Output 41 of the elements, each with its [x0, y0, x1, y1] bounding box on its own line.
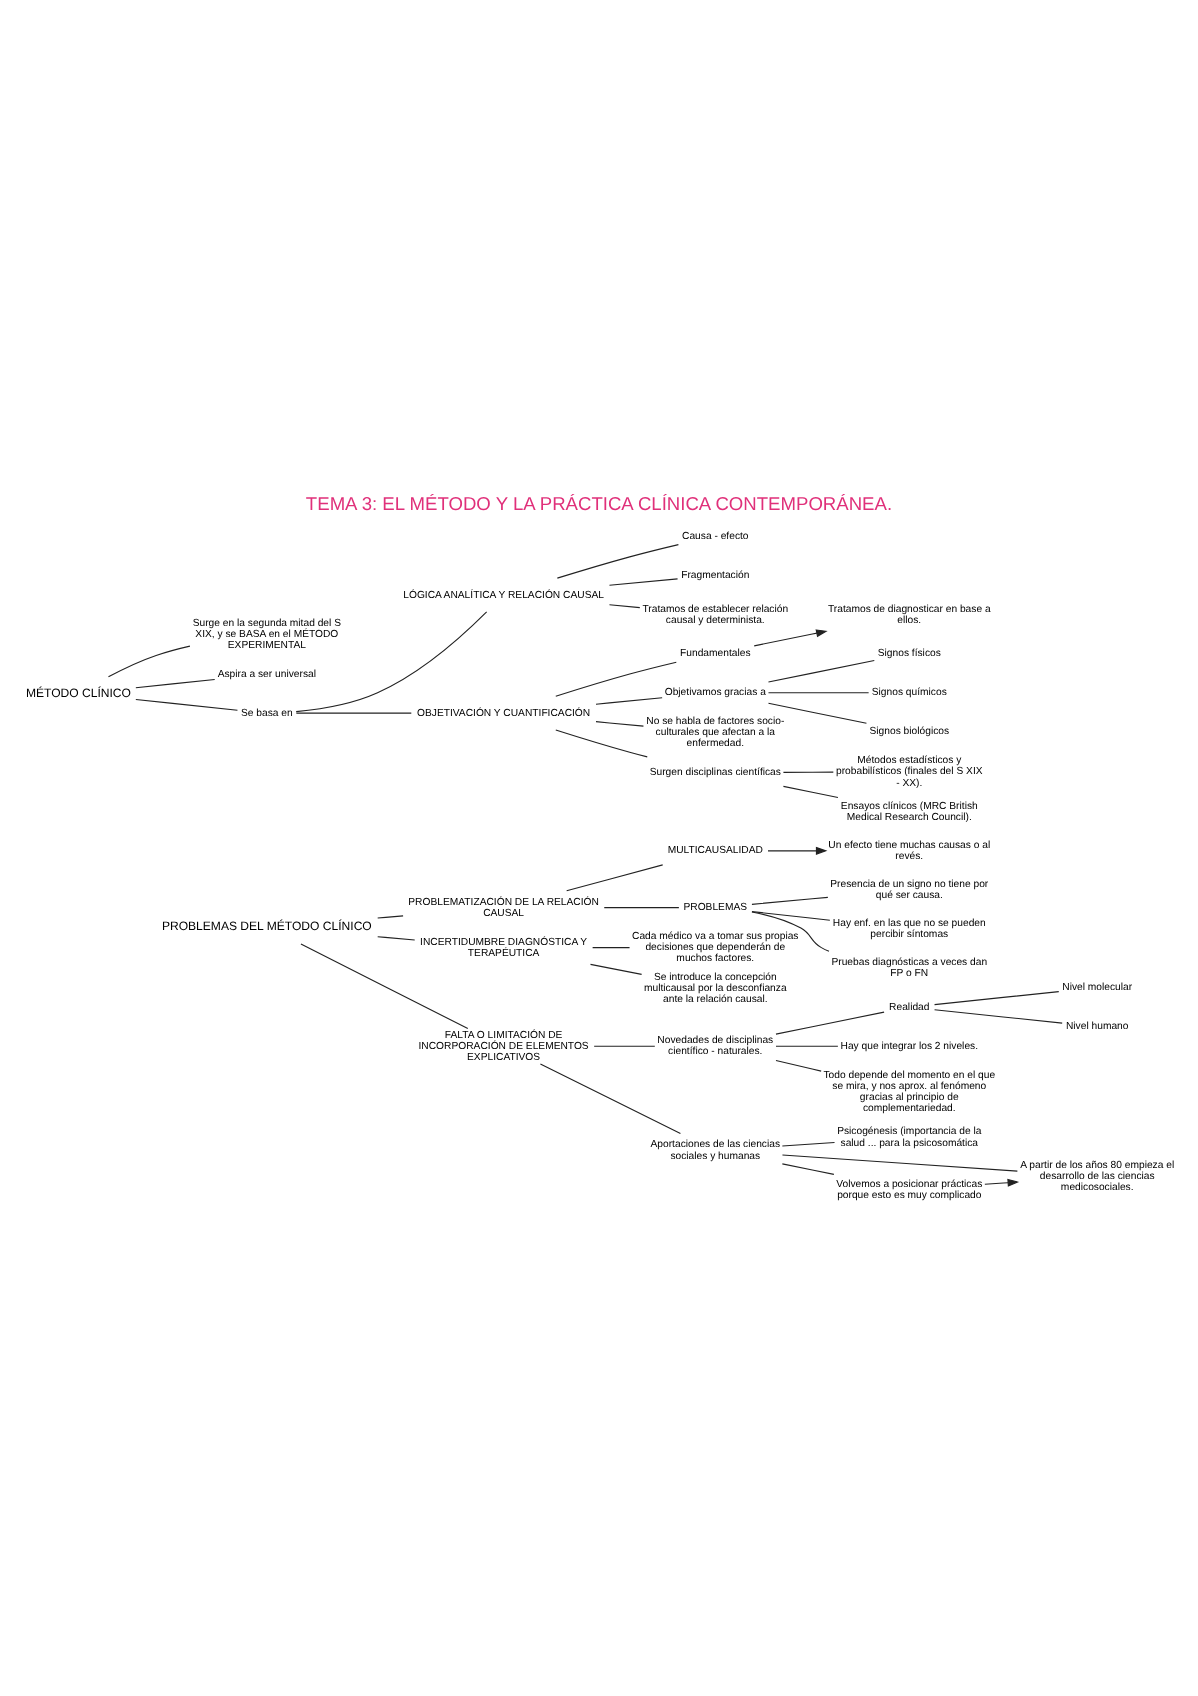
- connector: [934, 990, 1060, 1005]
- connector: [107, 644, 191, 677]
- connector: [555, 660, 677, 696]
- connector: [751, 910, 830, 951]
- diagram-title: TEMA 3: EL MÉTODO Y LA PRÁCTICA CLÍNICA CONTEMPORÁNEA.: [305, 493, 893, 514]
- connector: [781, 1153, 1018, 1171]
- connector: [608, 577, 679, 585]
- connector: [295, 711, 412, 713]
- connector: [589, 962, 643, 974]
- connector: [556, 543, 679, 578]
- connector: [377, 935, 416, 940]
- connector: [934, 1008, 1063, 1023]
- connector: [566, 863, 664, 891]
- arrow: [767, 845, 828, 854]
- connector: [751, 910, 831, 920]
- connector: [595, 696, 663, 704]
- connector: [135, 698, 238, 710]
- connector: [775, 1010, 885, 1034]
- connector: [300, 942, 469, 1029]
- connector: [751, 895, 829, 904]
- connector: [593, 1044, 656, 1046]
- connector: [555, 728, 648, 757]
- connector: [782, 784, 839, 797]
- arrow: [753, 628, 828, 646]
- connector: [295, 610, 488, 712]
- connector: [781, 1162, 835, 1174]
- connector: [767, 701, 867, 723]
- connector: [377, 914, 404, 918]
- connector: [767, 691, 870, 693]
- connector: [135, 677, 216, 688]
- connector: [608, 603, 641, 608]
- connector: [775, 1044, 839, 1046]
- connector: [539, 1062, 681, 1134]
- arrow: [984, 1177, 1020, 1186]
- connector: [781, 1140, 836, 1146]
- connector: [603, 906, 680, 908]
- connector: [782, 770, 834, 772]
- connector: [767, 659, 875, 682]
- connector: [775, 1058, 822, 1071]
- connector: [595, 720, 644, 726]
- connector: [592, 946, 631, 948]
